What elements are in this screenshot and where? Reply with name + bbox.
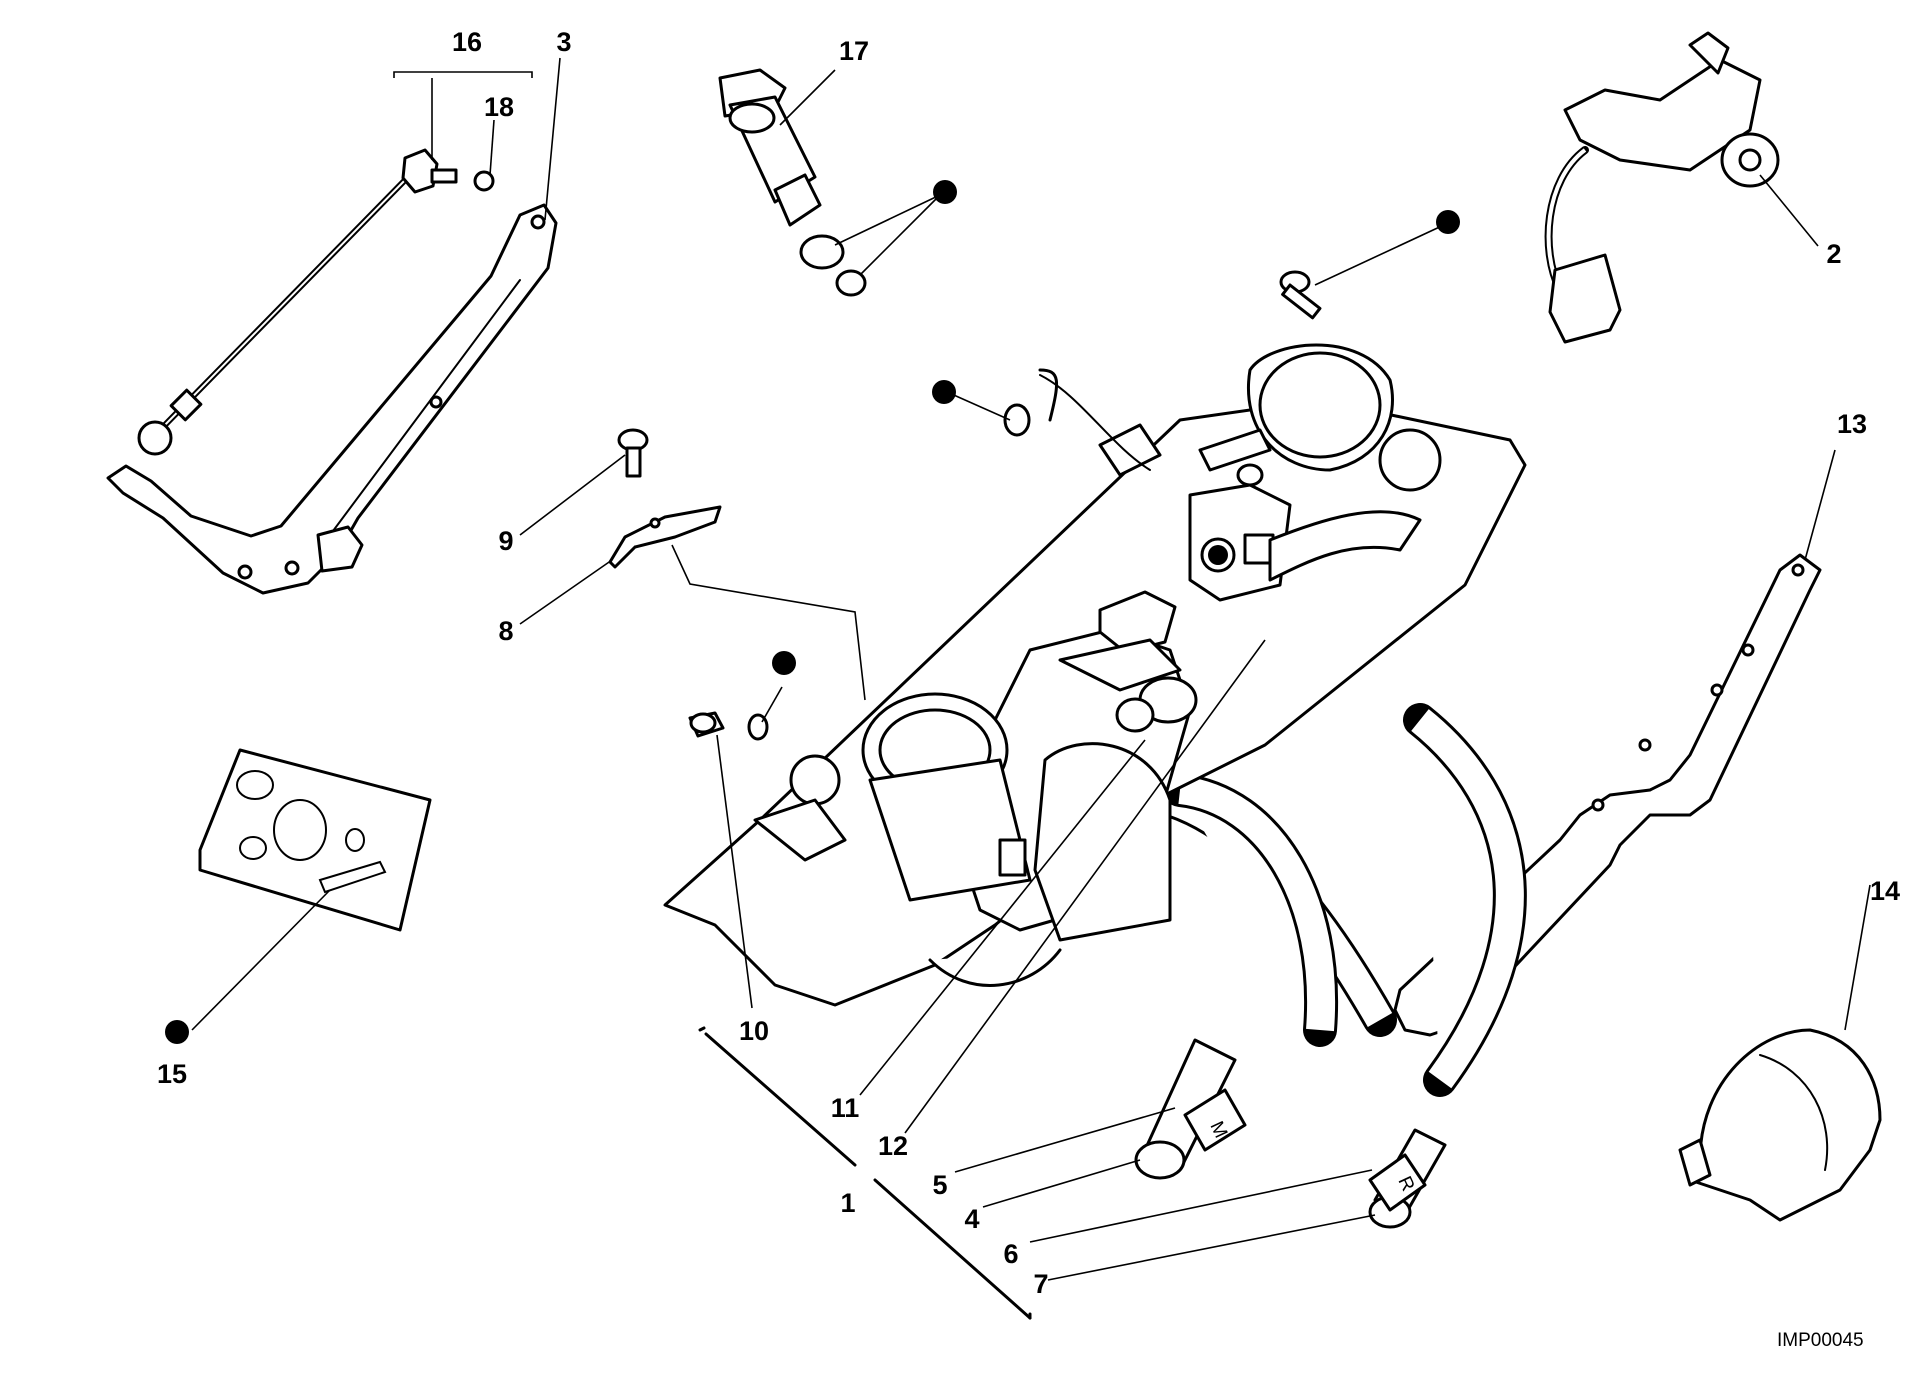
gasket-kit-part-15 bbox=[198, 748, 432, 932]
hose-part-4 bbox=[1134, 1038, 1237, 1180]
injector-part-17 bbox=[718, 68, 867, 297]
lever-part-8 bbox=[608, 505, 722, 569]
dot-fitting-oring bbox=[772, 651, 796, 675]
callout-10: 10 bbox=[739, 1016, 769, 1046]
callout-8: 8 bbox=[498, 616, 513, 646]
wiring-harness-part-2 bbox=[1544, 31, 1780, 344]
callout-2: 2 bbox=[1826, 239, 1841, 269]
callout-18: 18 bbox=[484, 92, 514, 122]
screw-on-throttle-body bbox=[1279, 270, 1322, 320]
callout-15: 15 bbox=[157, 1059, 187, 1089]
callout-1: 1 bbox=[840, 1188, 855, 1218]
dot-throttle-screw bbox=[1436, 210, 1460, 234]
callout-3: 3 bbox=[556, 27, 571, 57]
dot-injector-orings bbox=[933, 180, 957, 204]
screw-part-9 bbox=[617, 428, 649, 478]
callout-4: 4 bbox=[964, 1204, 979, 1234]
cover-part-14 bbox=[1678, 1028, 1882, 1222]
callout-labels: 16 3 18 17 2 13 9 8 10 15 11 12 5 4 1 6 … bbox=[157, 27, 1900, 1299]
callout-16: 16 bbox=[452, 27, 482, 57]
dot-o-ring bbox=[932, 380, 956, 404]
callout-11: 11 bbox=[831, 1093, 860, 1123]
service-dots bbox=[165, 180, 1460, 1044]
callout-14: 14 bbox=[1870, 876, 1900, 906]
callout-5: 5 bbox=[932, 1170, 947, 1200]
callout-6: 6 bbox=[1003, 1239, 1018, 1269]
callout-13: 13 bbox=[1837, 409, 1867, 439]
callout-9: 9 bbox=[498, 526, 513, 556]
callout-7: 7 bbox=[1033, 1269, 1048, 1299]
clip-part-18 bbox=[473, 170, 495, 192]
hose-sleeve-part-5: M bbox=[1183, 1088, 1247, 1152]
callout-17: 17 bbox=[839, 36, 869, 66]
hose-sleeve-part-7: R bbox=[1368, 1153, 1427, 1212]
fitting-part-10 bbox=[688, 711, 769, 741]
o-ring-near-throttle bbox=[1003, 403, 1031, 437]
bracket-part-3 bbox=[106, 203, 558, 595]
callout-12: 12 bbox=[878, 1131, 908, 1161]
dot-gasket-kit bbox=[165, 1020, 189, 1044]
leader-lines bbox=[191, 57, 1871, 1320]
throttle-body-part-1 bbox=[663, 343, 1527, 1097]
linkage-rod-part-16 bbox=[137, 148, 458, 456]
drawing-code: IMP00045 bbox=[1777, 1330, 1864, 1351]
